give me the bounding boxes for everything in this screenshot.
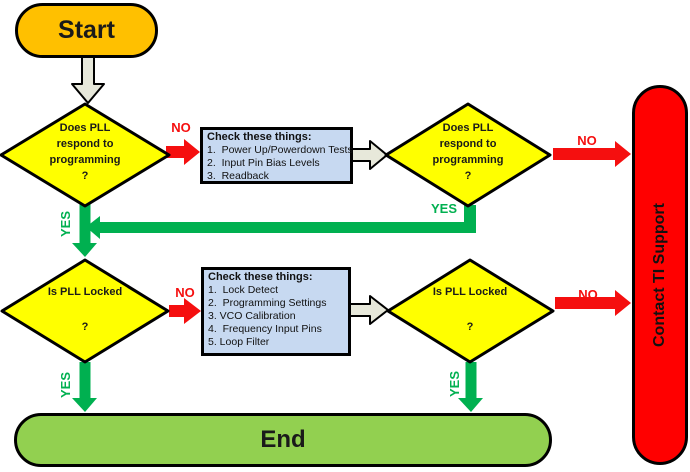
contact-ti-support-label: Contact TI Support [651, 203, 668, 347]
decision-line: programming [49, 154, 121, 166]
no-arrow-1 [166, 139, 200, 165]
yes-label-2: YES [430, 201, 457, 216]
no-label-2: NO [577, 133, 597, 148]
end-node: End [14, 413, 552, 467]
contact-ti-support-node: Contact TI Support [632, 85, 688, 465]
check-things-box-2: Check these things: 1. Lock Detect 2. Pr… [201, 267, 351, 356]
check-box-item: 1. Lock Detect [208, 284, 279, 296]
decision-line: ? [81, 321, 89, 333]
start-node: Start [15, 3, 158, 58]
decision-line: ? [81, 170, 89, 182]
decision-line: Is PLL Locked [432, 286, 508, 298]
decision-is-pll-locked-2 [386, 258, 555, 364]
decision-text-locked-2: Is PLL Locked ? [400, 286, 540, 334]
decision-line: ? [466, 321, 474, 333]
decision-line: Does PLL [59, 122, 111, 134]
decision-line: Does PLL [442, 122, 494, 134]
check-box-title: Check these things: [207, 131, 312, 143]
start-to-decision-arrow [71, 56, 105, 104]
yes-line-1 [79, 204, 91, 244]
decision-text-locked-1: Is PLL Locked ? [15, 286, 155, 334]
decision-line: respond to [439, 138, 497, 150]
yes-label-1: YES [58, 211, 73, 238]
check-things-box-1: Check these things: 1. Power Up/Powerdow… [200, 127, 353, 184]
yes-line-3 [79, 362, 91, 399]
check-box-item: 2. Programming Settings [208, 297, 327, 309]
check-box-item: 3. Readback [207, 170, 269, 182]
yes-arrowhead-3 [72, 398, 97, 412]
no-label-4: NO [578, 287, 598, 302]
decision-is-pll-locked-1 [0, 258, 170, 364]
box1-to-decision-arrow [349, 140, 388, 170]
yes-arrowhead-1 [72, 243, 97, 257]
no-arrow-4 [555, 290, 631, 316]
no-arrow-2 [553, 141, 631, 167]
end-label: End [260, 426, 306, 453]
yes-line-4 [465, 362, 477, 399]
decision-line: programming [432, 154, 504, 166]
check-box-title: Check these things: [208, 271, 313, 283]
yes-label-4: YES [447, 371, 462, 398]
no-label-3: NO [175, 285, 195, 300]
check-box-item: 4. Frequency Input Pins [208, 323, 322, 335]
yes-label-3: YES [58, 372, 73, 399]
decision-line: Is PLL Locked [47, 286, 123, 298]
yes-arrowhead-2 [86, 216, 100, 239]
no-label-1: NO [171, 120, 191, 135]
yes-elbow-horizontal [100, 222, 476, 233]
yes-arrowhead-4 [458, 398, 483, 412]
decision-does-pll-respond-2 [384, 102, 552, 208]
decision-line: ? [464, 170, 472, 182]
check-box-item: 5. Loop Filter [208, 336, 270, 348]
decision-line: respond to [56, 138, 114, 150]
no-arrow-3 [169, 298, 201, 324]
check-box-item: 3. VCO Calibration [208, 310, 296, 322]
check-box-item: 2. Input Pin Bias Levels [207, 157, 320, 169]
decision-text-respond-1: Does PLL respond to programming ? [25, 120, 145, 184]
box2-to-decision-arrow [349, 295, 389, 325]
check-box-item: 1. Power Up/Powerdown Tests [207, 144, 353, 156]
decision-does-pll-respond-1 [0, 102, 171, 208]
start-label: Start [58, 16, 115, 44]
decision-text-respond-2: Does PLL respond to programming ? [408, 120, 528, 184]
